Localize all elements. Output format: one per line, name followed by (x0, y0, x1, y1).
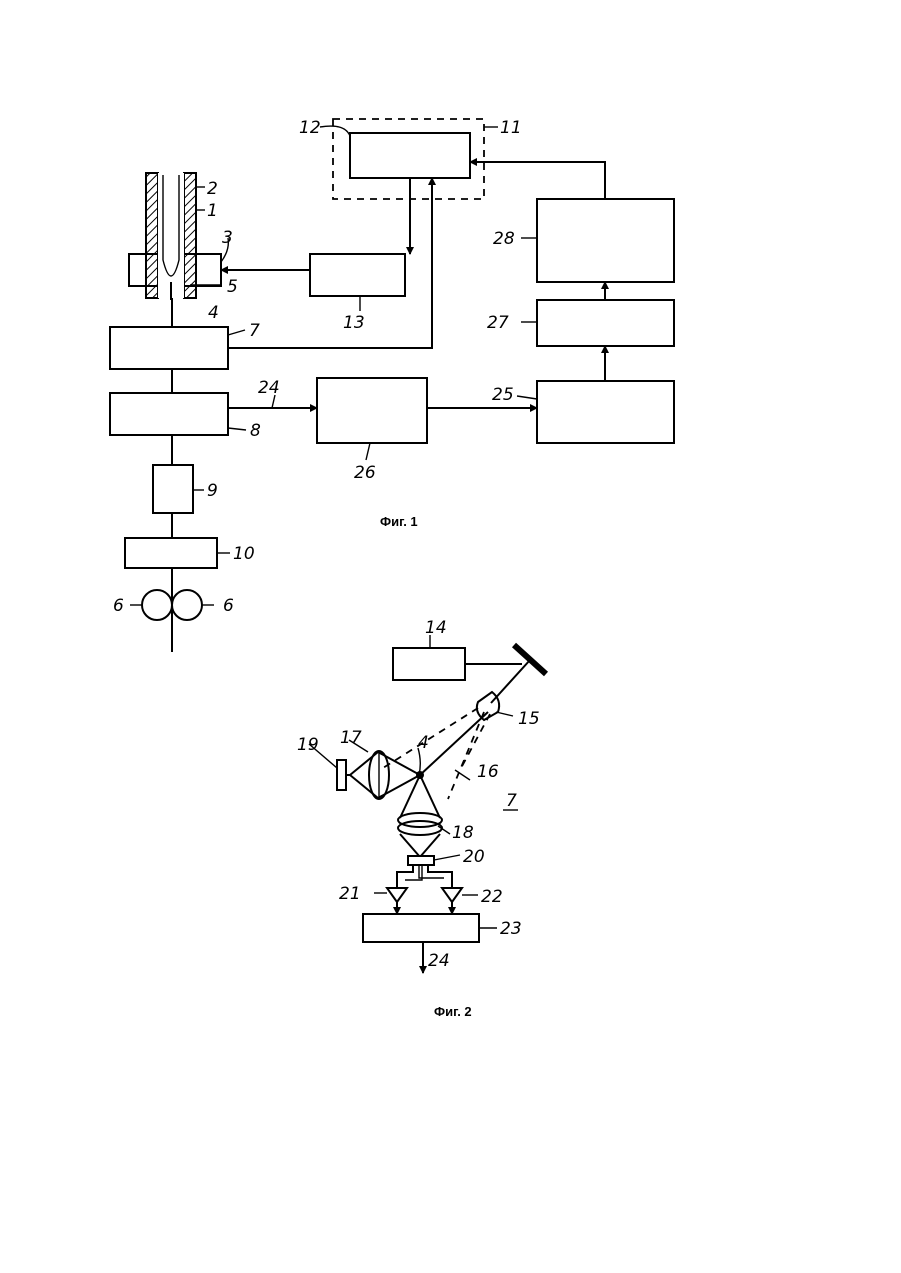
block-23 (363, 914, 479, 942)
label-24-fig2: 24 (428, 951, 450, 971)
label-5: 5 (227, 277, 238, 297)
block-26 (317, 378, 427, 443)
label-18: 18 (452, 823, 474, 843)
label-2: 2 (207, 179, 218, 199)
figure-1: 12 11 2 1 3 5 4 28 27 13 7 24 25 8 26 9 … (110, 118, 674, 652)
label-28: 28 (493, 229, 515, 249)
figure-2-caption: Фиг. 2 (434, 1004, 472, 1019)
block-10 (125, 538, 217, 568)
label-7-fig2: 7 (506, 791, 517, 811)
label-21: 21 (339, 884, 361, 904)
block-27 (537, 300, 674, 346)
label-24: 24 (258, 378, 280, 398)
label-6-right: 6 (223, 596, 234, 616)
label-15: 15 (518, 709, 540, 729)
block-28 (537, 199, 674, 282)
amplifier-22 (442, 888, 462, 902)
block-13 (310, 254, 405, 296)
label-7: 7 (249, 321, 260, 341)
label-26: 26 (354, 463, 376, 483)
label-25: 25 (492, 385, 514, 405)
label-10: 10 (233, 544, 255, 564)
label-23: 23 (500, 919, 522, 939)
label-3: 3 (222, 228, 233, 248)
label-4: 4 (208, 303, 219, 323)
label-14: 14 (425, 618, 447, 638)
label-16: 16 (477, 762, 499, 782)
label-9: 9 (207, 481, 218, 501)
label-17: 17 (340, 728, 362, 748)
block-7 (110, 327, 228, 369)
label-13: 13 (343, 313, 365, 333)
mirror-19 (337, 760, 346, 790)
label-11: 11 (500, 118, 522, 138)
figure-1-caption: Фиг. 1 (380, 514, 418, 529)
label-27: 27 (487, 313, 509, 333)
label-19: 19 (297, 735, 319, 755)
capstan-roller-right (172, 590, 202, 620)
block-25 (537, 381, 674, 443)
label-22: 22 (481, 887, 503, 907)
beam-expander-15 (477, 692, 499, 720)
amplifier-21 (387, 888, 407, 902)
label-8: 8 (250, 421, 261, 441)
figure-2: 14 15 4 17 19 16 7 18 20 21 22 23 24 Фиг… (297, 618, 546, 1019)
block-8 (110, 393, 228, 435)
detector-20 (408, 856, 434, 865)
label-20: 20 (463, 847, 485, 867)
laser-14 (393, 648, 465, 680)
label-6-left: 6 (113, 596, 124, 616)
label-12: 12 (299, 118, 321, 138)
capstan-roller-left (142, 590, 172, 620)
mirror (514, 645, 546, 674)
block-9 (153, 465, 193, 513)
label-4-fig2: 4 (418, 733, 429, 753)
label-1: 1 (207, 201, 218, 221)
block-12 (350, 133, 470, 178)
